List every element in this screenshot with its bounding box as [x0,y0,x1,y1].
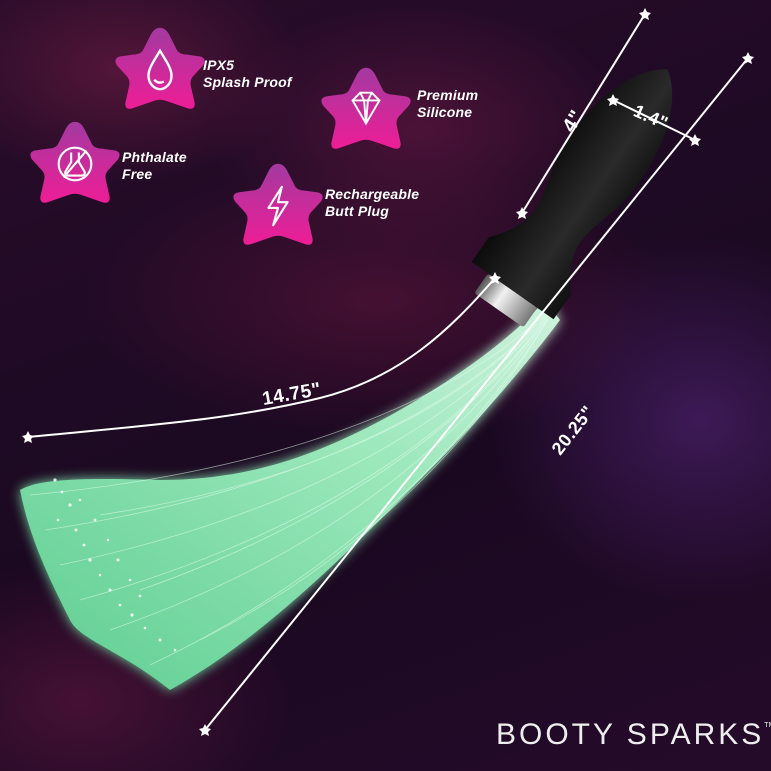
feature-line2: Silicone [417,104,473,120]
feature-line1: Rechargeable [325,186,420,202]
feature-line1: Phthalate [122,149,187,165]
no-phthalate-flask-icon [57,146,93,182]
feature-label-rechargeable: Rechargeable Butt Plug [325,186,419,220]
feature-line2: Free [122,166,153,182]
diamond-icon [351,91,381,126]
feature-label-phthalate-free: Phthalate Free [122,149,187,183]
dimension-lines [27,13,749,731]
feature-line2: Butt Plug [325,203,390,219]
plug-width-line [612,99,696,141]
water-drop-icon [147,48,173,91]
feature-line1: IPX5 [203,57,235,73]
feature-badge-rechargeable [230,158,326,254]
plug-length-line [521,13,646,214]
total-length-line [204,57,749,731]
feature-line2: Splash Proof [203,74,292,90]
lightning-bolt-icon [267,185,289,227]
feature-label-splash-proof: IPX5 Splash Proof [203,57,292,91]
brand-logo: BOOTY SPARKSTM ✦ [496,718,771,752]
trademark-mark: TM [764,722,771,729]
feature-label-premium-silicone: Premium Silicone [417,87,478,121]
brand-name: BOOTY SPARKS [496,718,765,751]
tail-length-line [27,277,496,438]
feature-badge-premium-silicone [318,62,414,158]
feature-line1: Premium [417,87,479,103]
feature-badge-splash-proof [112,22,208,118]
feature-badge-phthalate-free [27,116,123,212]
plug [471,69,673,327]
